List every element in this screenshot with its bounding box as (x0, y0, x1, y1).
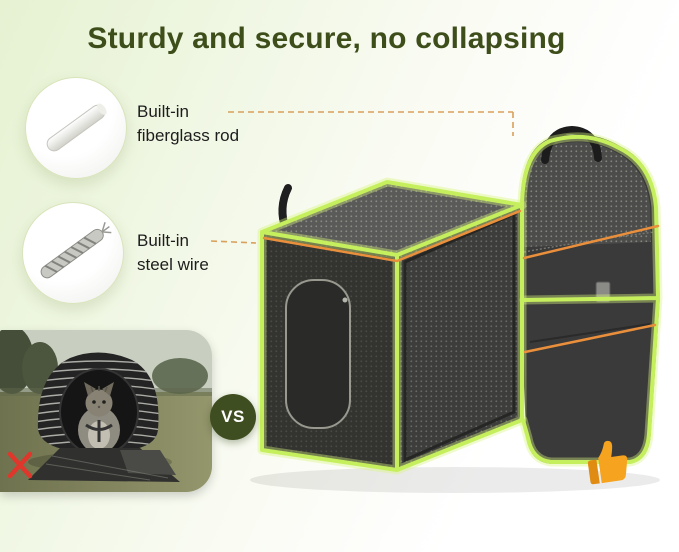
vs-badge: VS (210, 394, 256, 440)
callout-leader-lines (210, 111, 514, 244)
front-flap (28, 448, 180, 482)
cat (78, 382, 120, 453)
backpack-body (520, 125, 660, 464)
banner-title: Sturdy and secure, no collapsing (87, 22, 566, 55)
thumbs-up-icon (581, 435, 635, 491)
steel-wire-highlight (262, 209, 660, 354)
zipper-pull (342, 297, 348, 303)
zipper-line (523, 231, 656, 253)
zipper-door (285, 279, 351, 429)
x-mark-icon (7, 451, 33, 479)
ground-shadow (250, 467, 660, 493)
expansion-compartment (262, 182, 522, 470)
collapsed-carrier-photo (0, 330, 212, 492)
callout-label-fiberglass: Built-in fiberglass rod (137, 102, 240, 145)
callout-label-steelwire: Built-in steel wire (137, 231, 209, 274)
mesh-window-frame (403, 211, 516, 463)
steel-wire-icon (22, 202, 124, 304)
fiberglass-rod-icon (25, 77, 127, 179)
